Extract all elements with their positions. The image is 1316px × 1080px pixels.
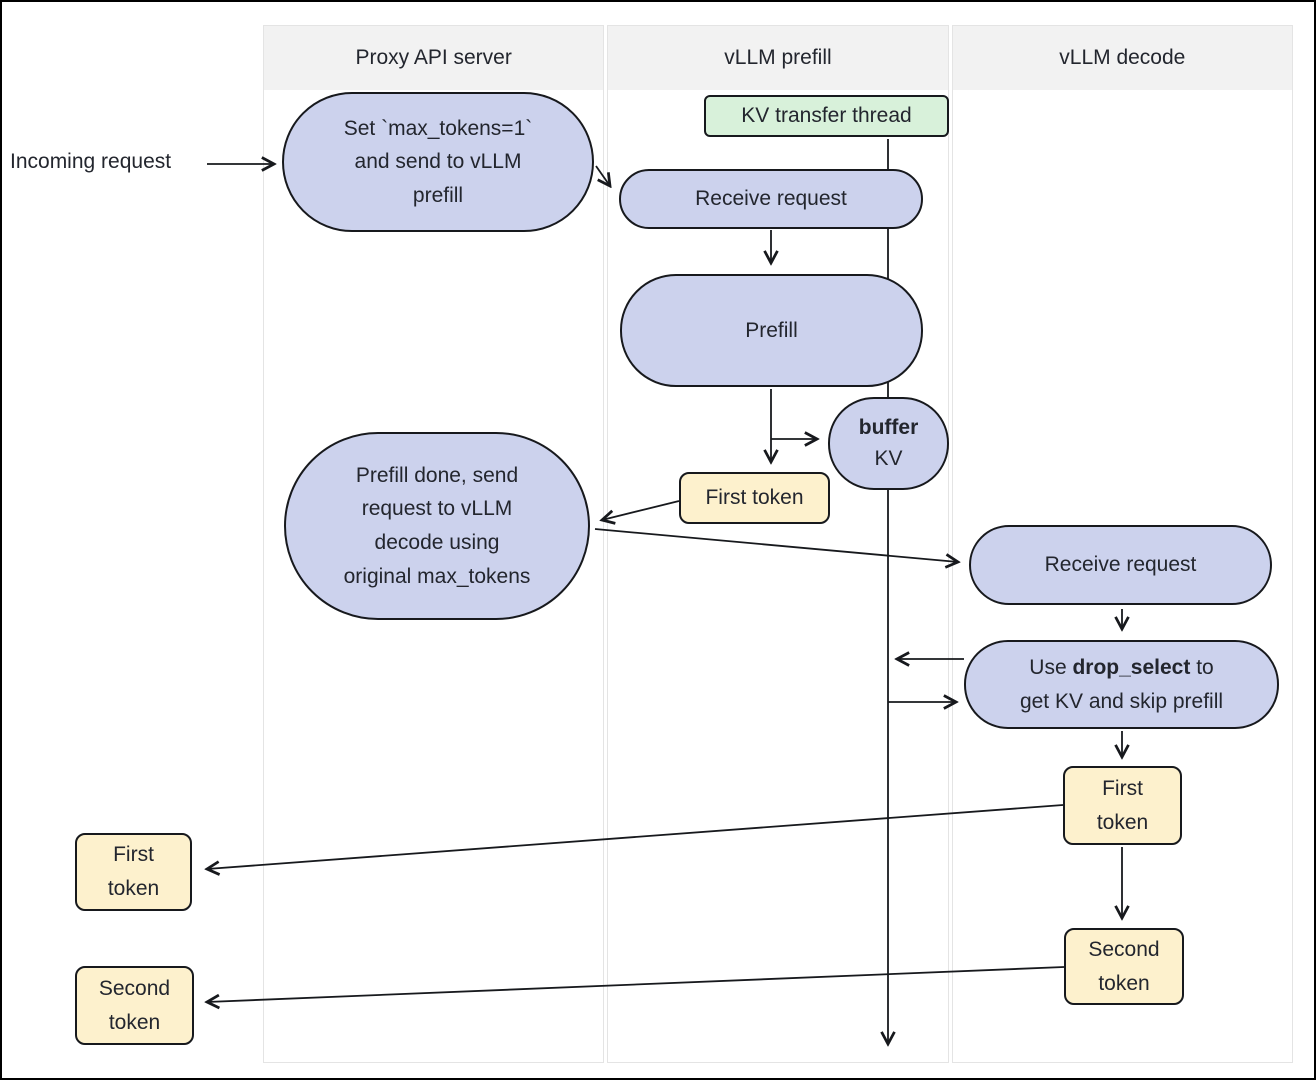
- node-kv-transfer-thread: KV transfer thread: [704, 95, 949, 137]
- node-receive-request-prefill: Receive request: [619, 169, 923, 229]
- node-second-token-decode: Second token: [1064, 928, 1184, 1005]
- node-second-token-out: Second token: [75, 966, 194, 1045]
- node-set-max-tokens: Set `max_tokens=1` and send to vLLM pref…: [282, 92, 594, 232]
- incoming-request-label: Incoming request: [10, 150, 172, 173]
- node-buffer-kv: buffer KV: [828, 397, 949, 490]
- node-first-token-out: First token: [75, 833, 192, 911]
- node-first-token-decode: First token: [1063, 766, 1182, 845]
- node-first-token-prefill: First token: [679, 472, 830, 524]
- lane-header-proxy-api-server: Proxy API server: [264, 26, 604, 90]
- lane-header-vllm-prefill: vLLM prefill: [608, 26, 948, 90]
- node-prefill: Prefill: [620, 274, 923, 387]
- node-prefill-done: Prefill done, send request to vLLM decod…: [284, 432, 590, 620]
- lane-header-vllm-decode: vLLM decode: [952, 26, 1292, 90]
- node-drop-select: Use drop_select to get KV and skip prefi…: [964, 640, 1279, 729]
- node-receive-request-decode: Receive request: [969, 525, 1272, 605]
